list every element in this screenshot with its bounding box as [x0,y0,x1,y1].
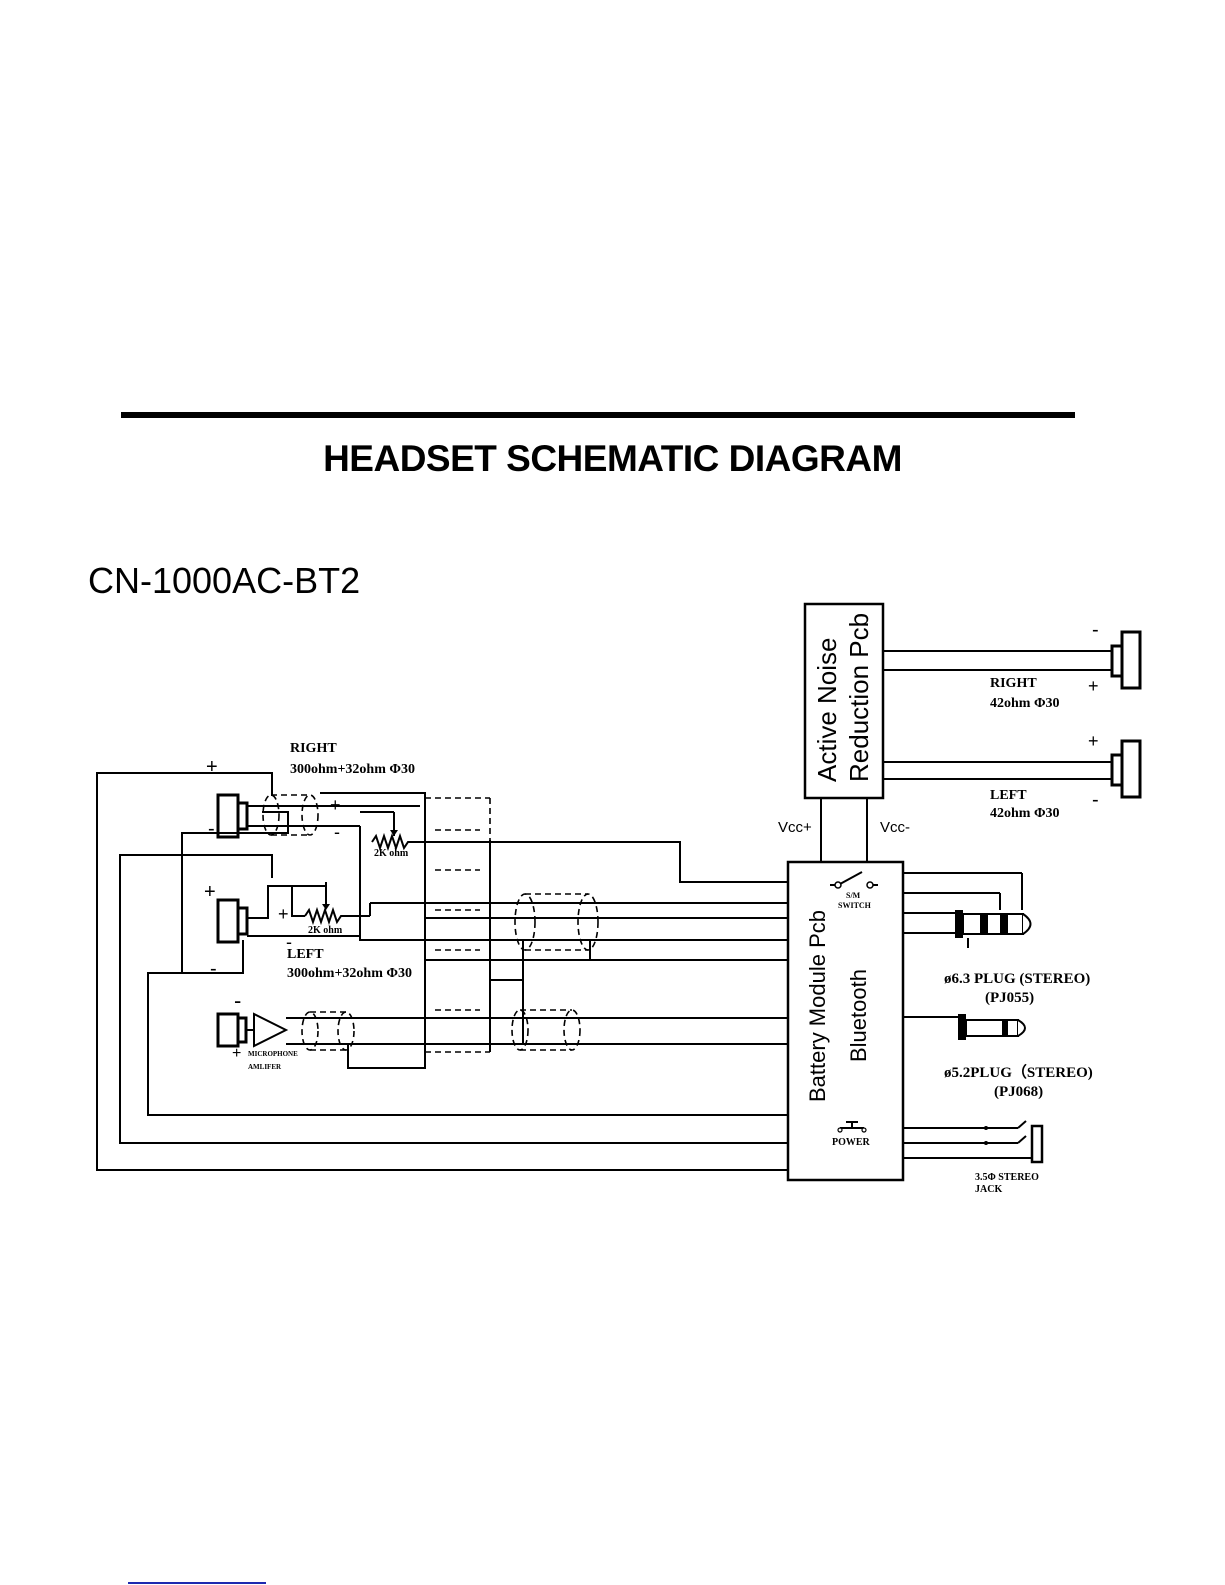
page-title: HEADSET SCHEMATIC DIAGRAM [323,438,902,479]
secondary-cable-shield [511,893,599,1051]
right-wire-plus: + [330,795,341,815]
outer-loop-wires [96,772,788,1171]
plug-6-3-name: ø6.3 PLUG (STEREO) [944,971,1090,987]
left-speaker-spec: 300ohm+32ohm Φ30 [287,966,412,981]
stereo-jack-wiring [903,1120,1032,1159]
left-speaker-icon [216,898,249,944]
potentiometer-top-label: 2K ohm [374,848,409,859]
plug-6-3-icon [955,910,1032,948]
potentiometer-bottom-label: 2K ohm [308,925,343,936]
anr-left-minus: - [1092,789,1099,811]
main-cable-shield [424,797,491,1053]
plug-5-2-name: ø5.2PLUG（STEREO) [944,1063,1093,1081]
mic-minus-sign: - [234,988,241,1013]
stereo-jack-label-2: JACK [975,1184,1002,1195]
power-switch-label: POWER [832,1137,871,1148]
plug-5-2-icon [958,1014,1026,1040]
left-minus-sign: - [210,958,217,980]
microphone-icon [216,1012,248,1048]
anr-pcb-label-2: Reduction Pcb [844,613,874,782]
anr-pcb-box [803,602,885,800]
battery-pcb-label: Battery Module Pcb [805,910,830,1102]
right-minus-sign: - [208,818,215,840]
mic-label-2: AMLIFER [248,1063,282,1071]
right-wire-minus: - [334,822,340,842]
model-number: CN-1000AC-BT2 [88,560,361,601]
anr-left-spec: 42ohm Φ30 [990,806,1060,821]
anr-left-plus: + [1088,731,1099,751]
right-speaker-icon [216,793,249,839]
left-speaker-name: LEFT [287,947,324,962]
right-speaker-spec: 300ohm+32ohm Φ30 [290,762,415,777]
anr-right-name: RIGHT [990,676,1037,691]
sm-switch-label-2: SWITCH [838,901,872,910]
left-wire-plus: + [278,904,289,924]
anr-right-plus: + [1088,676,1099,696]
stereo-jack-label-1: 3.5Φ STEREO [975,1172,1039,1183]
stereo-jack-icon [1030,1124,1044,1164]
vcc-minus-label: Vcc- [880,819,910,836]
power-switch-icon [837,1121,867,1133]
bluetooth-label: Bluetooth [846,969,871,1062]
title-rule [121,412,1075,418]
potentiometer-top-icon [371,826,420,852]
anr-left-name: LEFT [990,788,1027,803]
sm-switch-icon [830,871,878,889]
amplifier-icon [246,1012,289,1048]
right-speaker-cable-shield [262,794,319,836]
left-plus-sign: + [204,881,216,903]
anr-pcb-label-1: Active Noise [812,638,842,783]
left-wire-minus: - [286,932,292,952]
potentiometer-bottom-icon [304,882,350,926]
plug-5-2-part: (PJ068) [994,1084,1043,1100]
anr-right-minus: - [1092,619,1099,641]
plug-6-3-wiring [903,872,1023,934]
right-speaker-name: RIGHT [290,741,337,756]
anr-right-spec: 42ohm Φ30 [990,696,1060,711]
mic-plus-sign: + [232,1045,241,1062]
sm-switch-label-1: S/M [846,891,861,900]
anr-right-speaker [883,630,1142,690]
vcc-plus-label: Vcc+ [778,819,812,836]
plug-6-3-part: (PJ055) [985,990,1034,1006]
mic-label-1: MICROPHONE [248,1050,298,1058]
main-bundle-wires [420,840,788,1052]
microphone-cable-shield [301,1011,355,1051]
right-plus-sign: + [206,756,218,778]
microphone-wiring [286,1017,788,1069]
anr-left-speaker [883,739,1142,799]
footer-rule [128,1582,266,1584]
